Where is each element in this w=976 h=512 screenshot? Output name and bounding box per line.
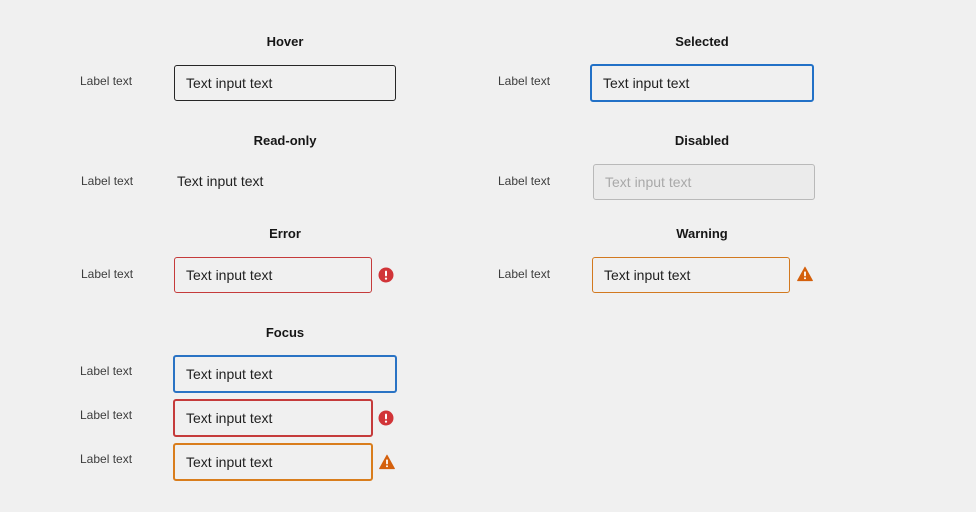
error-circle-icon: [378, 410, 394, 426]
readonly-label: Label text: [81, 174, 134, 188]
focus-label-error: Label text: [80, 408, 133, 422]
focus-warning-text-input[interactable]: [173, 443, 373, 481]
error-circle-icon: [378, 267, 394, 283]
hover-label: Label text: [80, 74, 133, 88]
disabled-label: Label text: [498, 174, 551, 188]
selected-label: Label text: [498, 74, 551, 88]
error-label: Label text: [81, 267, 134, 281]
section-title-selected: Selected: [675, 34, 729, 49]
disabled-text-input: [593, 164, 815, 200]
section-title-disabled: Disabled: [674, 133, 730, 148]
warning-text-input[interactable]: [592, 257, 790, 293]
focus-default-text-input[interactable]: [173, 355, 397, 393]
focus-error-text-input[interactable]: [173, 399, 373, 437]
warning-triangle-icon: [797, 266, 813, 282]
readonly-text-value: Text input text: [177, 173, 264, 189]
section-title-hover: Hover: [266, 34, 304, 49]
focus-label-warning: Label text: [80, 452, 133, 466]
section-title-readonly: Read-only: [253, 133, 317, 148]
section-title-warning: Warning: [676, 226, 728, 241]
warning-label: Label text: [498, 267, 551, 281]
section-title-focus: Focus: [265, 325, 305, 340]
section-title-error: Error: [269, 226, 301, 241]
hover-text-input[interactable]: [174, 65, 396, 101]
warning-triangle-icon: [379, 454, 395, 470]
focus-label-default: Label text: [80, 364, 133, 378]
error-text-input[interactable]: [174, 257, 372, 293]
selected-text-input[interactable]: [590, 64, 814, 102]
